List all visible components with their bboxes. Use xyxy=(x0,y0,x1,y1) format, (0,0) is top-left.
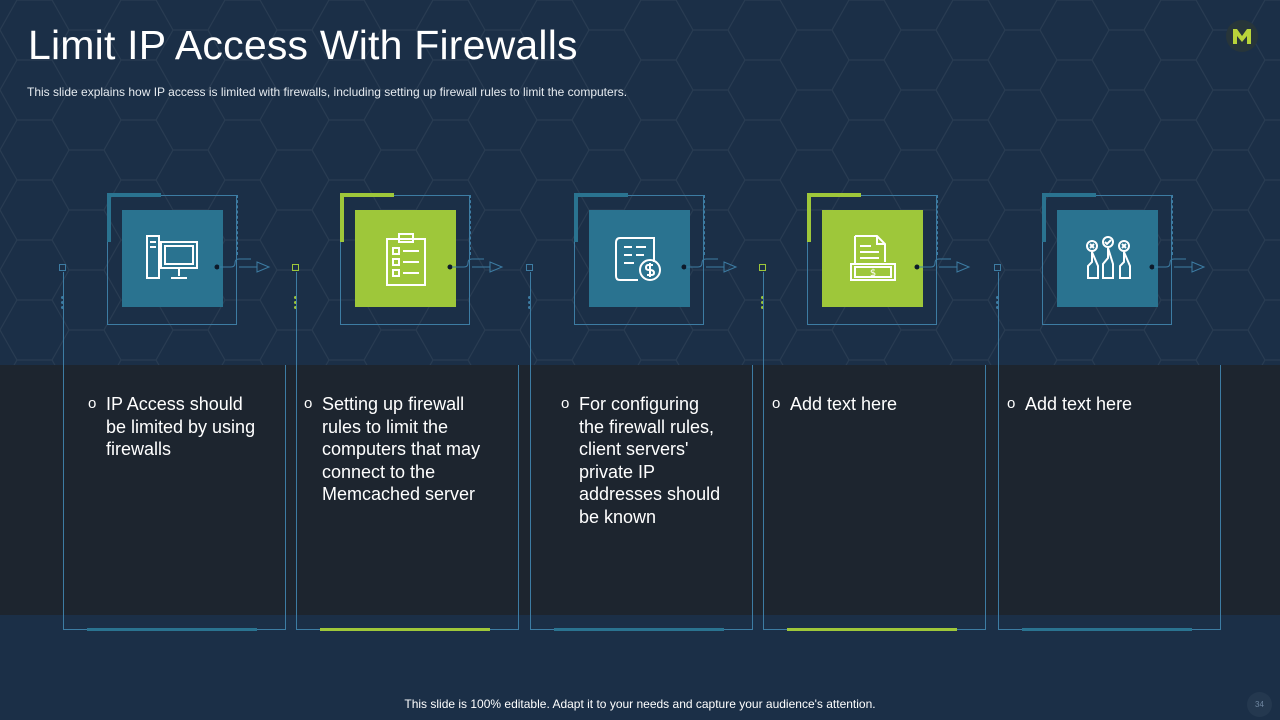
bullet-marker: o xyxy=(1007,395,1016,412)
icon-tile xyxy=(1057,210,1158,307)
frame-corner xyxy=(340,193,344,242)
node-dots xyxy=(294,296,297,311)
bullet-marker: o xyxy=(772,395,781,412)
icon-tile xyxy=(355,210,456,307)
node-square xyxy=(292,264,299,271)
clipboard-checklist-icon xyxy=(385,232,426,286)
document-cash-icon: $ xyxy=(849,234,896,281)
computer-icon xyxy=(145,234,198,279)
bottom-accent xyxy=(787,628,957,631)
node-dots xyxy=(61,296,64,311)
icon-tile xyxy=(122,210,223,307)
node-square xyxy=(994,264,1001,271)
slide-title: Limit IP Access With Firewalls xyxy=(28,22,578,68)
timeline-line xyxy=(63,272,64,629)
bottom-accent xyxy=(87,628,257,631)
arrow-connector xyxy=(1149,258,1206,273)
bottom-accent xyxy=(554,628,724,631)
frame-corner xyxy=(807,193,861,197)
step-text: o IP Access should be limited by using f… xyxy=(88,393,266,461)
step-4: $ o Add text here xyxy=(759,0,1001,720)
step-text: o Setting up firewall rules to limit the… xyxy=(304,393,502,506)
bottom-accent xyxy=(320,628,490,631)
node-square xyxy=(759,264,766,271)
icon-tile xyxy=(589,210,690,307)
node-dots xyxy=(528,296,531,311)
step-text-content: Setting up firewall rules to limit the c… xyxy=(322,394,481,504)
divider-line xyxy=(985,365,986,630)
frame-corner xyxy=(340,193,394,197)
text-band xyxy=(0,365,1280,615)
node-square xyxy=(59,264,66,271)
voting-hands-icon xyxy=(1085,235,1131,279)
bullet-marker: o xyxy=(88,395,97,412)
invoice-dollar-icon xyxy=(614,236,661,281)
frame-corner xyxy=(574,193,628,197)
divider-line xyxy=(285,365,286,630)
bullet-marker: o xyxy=(304,395,313,412)
bullet-marker: o xyxy=(561,395,570,412)
logo-m-icon xyxy=(1233,29,1251,44)
divider-line xyxy=(752,365,753,630)
frame-corner xyxy=(574,193,578,242)
bottom-accent xyxy=(1022,628,1192,631)
timeline-line xyxy=(763,272,764,629)
timeline-line xyxy=(530,272,531,629)
timeline-line xyxy=(296,272,297,629)
frame-corner xyxy=(1042,193,1046,242)
step-text: o Add text here xyxy=(1007,393,1205,416)
icon-tile: $ xyxy=(822,210,923,307)
arrow-connector xyxy=(914,258,971,273)
divider-line xyxy=(1220,365,1221,630)
arrow-connector xyxy=(447,258,504,273)
step-text-content: IP Access should be limited by using fir… xyxy=(106,394,256,459)
step-2: o Setting up firewall rules to limit the… xyxy=(292,0,534,720)
step-text: o Add text here xyxy=(772,393,970,416)
step-3: o For configuring the firewall rules, cl… xyxy=(526,0,768,720)
frame-corner xyxy=(1042,193,1096,197)
node-dots xyxy=(996,296,999,311)
divider-line xyxy=(518,365,519,630)
slide-subtitle: This slide explains how IP access is lim… xyxy=(27,85,628,99)
step-text-content: For configuring the firewall rules, clie… xyxy=(579,394,721,527)
step-text: o For configuring the firewall rules, cl… xyxy=(561,393,729,528)
node-dots xyxy=(761,296,764,311)
frame-corner xyxy=(107,193,161,197)
svg-text:$: $ xyxy=(869,268,875,279)
company-logo xyxy=(1226,20,1258,52)
node-square xyxy=(526,264,533,271)
slide-footer: This slide is 100% editable. Adapt it to… xyxy=(404,697,876,711)
timeline-line xyxy=(998,272,999,629)
step-text-content: Add text here xyxy=(1025,394,1133,414)
page-number: 34 xyxy=(1247,692,1272,717)
step-5: o Add text here xyxy=(994,0,1236,720)
step-text-content: Add text here xyxy=(790,394,898,414)
arrow-connector xyxy=(681,258,738,273)
step-1: o IP Access should be limited by using f… xyxy=(59,0,301,720)
frame-corner xyxy=(107,193,111,242)
frame-corner xyxy=(807,193,811,242)
arrow-connector xyxy=(214,258,271,273)
